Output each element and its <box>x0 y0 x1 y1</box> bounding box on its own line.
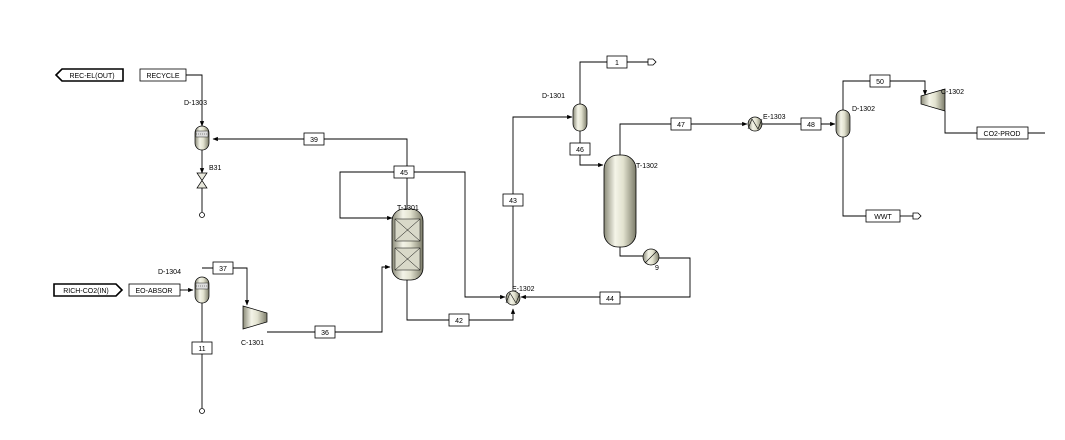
terminal-rec-el-out-label: REC-EL(OUT) <box>69 73 114 80</box>
terminal-rich-co2-in-label: RICH-CO2(IN) <box>63 288 109 295</box>
stream-label-37[interactable]: 37 <box>212 261 234 275</box>
stream-label-48[interactable]: 48 <box>800 117 822 131</box>
block-label-e1302: E-1302 <box>512 286 535 293</box>
stream-line-45-loop[interactable] <box>339 171 407 221</box>
stream-label-42[interactable]: 42 <box>448 313 470 327</box>
valve-b31[interactable] <box>196 172 208 189</box>
block-label-d1302: D-1302 <box>852 106 875 113</box>
stream-label-46-text: 46 <box>576 147 584 154</box>
stream-label-1-text: 1 <box>615 60 619 67</box>
vessel-d1303[interactable] <box>194 125 210 151</box>
stream-line-39[interactable] <box>212 136 408 210</box>
block-label-t1301: T-1301 <box>397 205 419 212</box>
stream-line-36[interactable] <box>267 264 391 333</box>
terminal-co2-prod[interactable]: CO2-PROD <box>976 126 1029 140</box>
column-t1302[interactable] <box>603 154 637 248</box>
compressor-c1302[interactable] <box>920 88 946 112</box>
stream-label-45[interactable]: 45 <box>393 165 415 179</box>
block-label-c1302: C-1302 <box>941 89 964 96</box>
terminal-1-out <box>647 58 657 66</box>
block-label-t1302: T-1302 <box>636 163 658 170</box>
vessel-d1304[interactable] <box>194 276 210 304</box>
block-label-d1303: D-1303 <box>184 100 207 107</box>
reboiler-9[interactable] <box>642 248 660 266</box>
stream-label-37-text: 37 <box>219 266 227 273</box>
stream-label-1[interactable]: 1 <box>606 55 628 69</box>
terminal-co2-prod-label: CO2-PROD <box>984 131 1021 138</box>
terminal-recycle[interactable]: RECYCLE <box>139 68 187 82</box>
stream-line-recycle[interactable] <box>186 74 205 127</box>
terminal-wwt[interactable]: WWT <box>865 209 901 223</box>
block-label-b31: B31 <box>209 165 222 172</box>
block-label-e1303: E-1303 <box>763 114 786 121</box>
stream-label-46[interactable]: 46 <box>569 142 591 156</box>
block-label-reboiler: 9 <box>655 265 659 272</box>
stream-label-45-text: 45 <box>400 170 408 177</box>
stream-label-11-text: 11 <box>198 346 205 353</box>
terminal-wwt-label: WWT <box>874 214 892 221</box>
stream-label-43[interactable]: 43 <box>502 193 524 207</box>
heat-exchanger-e1303[interactable] <box>747 116 763 132</box>
stream-label-47-text: 47 <box>677 122 685 129</box>
terminal-rec-el-out[interactable]: REC-EL(OUT) <box>54 68 124 82</box>
stream-label-48-text: 48 <box>807 122 815 129</box>
stream-label-50[interactable]: 50 <box>869 74 891 88</box>
stream-label-47[interactable]: 47 <box>670 117 692 131</box>
vessel-d1301[interactable] <box>572 103 588 132</box>
terminal-b31-out <box>199 212 205 218</box>
terminal-rich-co2-in[interactable]: RICH-CO2(IN) <box>53 283 124 297</box>
block-label-d1304: D-1304 <box>158 269 181 276</box>
block-label-c1301: C-1301 <box>241 340 264 347</box>
stream-line-wwt[interactable] <box>842 137 866 217</box>
block-label-d1301: D-1301 <box>542 93 565 100</box>
terminal-eo-absor[interactable]: EO-ABSOR <box>128 283 181 297</box>
stream-line-47[interactable] <box>619 121 748 158</box>
stream-line-45[interactable] <box>407 171 506 300</box>
stream-line-43[interactable] <box>512 114 573 288</box>
stream-label-44[interactable]: 44 <box>599 291 621 305</box>
terminal-recycle-label: RECYCLE <box>146 73 179 80</box>
stream-label-44-text: 44 <box>606 296 614 303</box>
stream-label-39[interactable]: 39 <box>303 132 325 146</box>
terminal-11-out <box>199 408 205 414</box>
compressor-c1301[interactable] <box>242 305 268 330</box>
terminal-wwt-out <box>912 212 922 220</box>
stream-label-36[interactable]: 36 <box>314 325 336 339</box>
stream-label-39-text: 39 <box>310 137 318 144</box>
terminal-eo-absor-label: EO-ABSOR <box>136 288 173 295</box>
stream-label-50-text: 50 <box>876 79 884 86</box>
stream-line-46[interactable] <box>579 131 604 168</box>
heat-exchanger-e1302[interactable] <box>505 290 521 306</box>
stream-label-43-text: 43 <box>509 198 517 205</box>
stream-line-44[interactable] <box>520 257 691 300</box>
stream-line-reboiler-in[interactable] <box>619 246 643 257</box>
stream-label-11[interactable]: 11 <box>191 341 213 355</box>
stream-label-42-text: 42 <box>455 318 463 325</box>
stream-label-36-text: 36 <box>321 330 329 337</box>
column-t1301[interactable] <box>391 208 424 281</box>
stream-line-co2-prod[interactable] <box>944 111 977 134</box>
vessel-d1302[interactable] <box>835 109 851 138</box>
